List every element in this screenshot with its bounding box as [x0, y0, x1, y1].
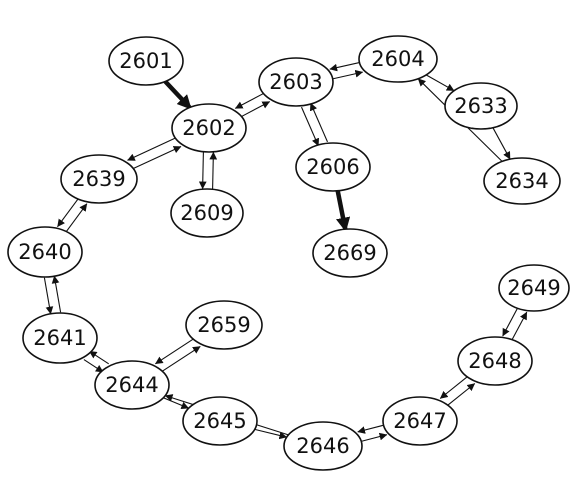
edge-2648-to-2649 — [511, 311, 528, 341]
node-2633: 2633 — [444, 82, 518, 130]
node-ellipse — [283, 421, 363, 471]
node-label: 2634 — [495, 169, 548, 193]
node-label: 2646 — [296, 434, 349, 458]
node-2609: 2609 — [170, 188, 244, 238]
node-label: 2601 — [119, 49, 172, 73]
edge-2644-to-2659 — [160, 345, 201, 373]
edge-2603-to-2602 — [234, 92, 266, 109]
node-2603: 2603 — [258, 57, 334, 107]
node-2647: 2647 — [382, 396, 458, 446]
edge-2641-to-2640 — [51, 275, 62, 313]
node-ellipse — [498, 264, 570, 312]
edge-2602-to-2639 — [127, 136, 178, 161]
node-ellipse — [182, 396, 258, 446]
node-label: 2604 — [371, 47, 424, 71]
node-2659: 2659 — [185, 300, 263, 350]
edge-2639-to-2602 — [131, 146, 182, 170]
node-ellipse — [185, 300, 263, 350]
node-2606: 2606 — [295, 142, 371, 192]
edge-2606-to-2603 — [309, 102, 329, 143]
edge-2649-to-2648 — [502, 307, 519, 337]
node-label: 2639 — [72, 167, 125, 191]
node-ellipse — [7, 226, 83, 278]
node-label: 2645 — [193, 409, 246, 433]
node-ellipse — [444, 82, 518, 130]
edge-2640-to-2641 — [43, 277, 54, 315]
edge-2602-to-2603 — [239, 101, 271, 118]
nodes-layer: 2601 2602 2603 2604 2606 2609 2633 2634 2639 2640… — [7, 35, 570, 471]
node-ellipse — [171, 103, 247, 153]
edge-2648-to-2647 — [439, 375, 469, 399]
node-2641: 2641 — [22, 312, 98, 364]
node-label: 2641 — [33, 326, 86, 350]
edge-2646-to-2647 — [360, 432, 388, 443]
edge-2633-to-2634 — [492, 127, 511, 160]
node-label: 2649 — [507, 276, 560, 300]
node-ellipse — [358, 35, 438, 83]
node-ellipse — [60, 154, 138, 204]
node-2646: 2646 — [283, 421, 363, 471]
edge-2647-to-2646 — [357, 424, 385, 434]
node-label: 2669 — [323, 241, 376, 265]
edge-2606-to-2669 — [335, 190, 351, 233]
edge-2609-to-2602 — [209, 151, 218, 190]
edge-2647-to-2648 — [446, 383, 476, 407]
node-ellipse — [22, 312, 98, 364]
node-label: 2659 — [197, 313, 250, 337]
node-2644: 2644 — [94, 360, 170, 410]
edge-2603-to-2604 — [331, 69, 364, 80]
node-ellipse — [295, 142, 371, 192]
node-label: 2606 — [306, 155, 359, 179]
node-2604: 2604 — [358, 35, 438, 83]
node-2640: 2640 — [7, 226, 83, 278]
node-2649: 2649 — [498, 264, 570, 312]
node-label: 2648 — [468, 349, 521, 373]
node-2648: 2648 — [457, 336, 533, 386]
edge-2659-to-2644 — [155, 337, 196, 365]
node-ellipse — [382, 396, 458, 446]
node-ellipse — [258, 57, 334, 107]
node-label: 2609 — [180, 201, 233, 225]
node-label: 2633 — [454, 94, 507, 118]
edge-2641-to-2644 — [83, 359, 104, 373]
edge-2602-to-2609 — [198, 151, 207, 190]
edge-2601-to-2602 — [163, 79, 192, 110]
node-2639: 2639 — [60, 154, 138, 204]
node-2602: 2602 — [171, 103, 247, 153]
node-label: 2647 — [393, 409, 446, 433]
node-2669: 2669 — [312, 228, 388, 278]
node-ellipse — [170, 188, 244, 238]
edge-2639-to-2640 — [57, 197, 80, 228]
edge-2644-to-2641 — [88, 350, 109, 365]
node-2645: 2645 — [182, 396, 258, 446]
node-ellipse — [457, 336, 533, 386]
node-2634: 2634 — [483, 157, 561, 205]
edge-2604-to-2603 — [329, 61, 361, 72]
edge-2604-to-2633 — [425, 74, 455, 92]
node-ellipse — [312, 228, 388, 278]
edge-2640-to-2639 — [65, 203, 88, 233]
node-2601: 2601 — [108, 36, 184, 86]
node-label: 2602 — [182, 116, 235, 140]
edge-2645-to-2646 — [254, 428, 288, 440]
node-label: 2644 — [105, 373, 158, 397]
node-ellipse — [483, 157, 561, 205]
node-label: 2640 — [18, 240, 71, 264]
edge-2603-to-2606 — [300, 106, 320, 147]
node-label: 2603 — [269, 70, 322, 94]
node-ellipse — [94, 360, 170, 410]
node-ellipse — [108, 36, 184, 86]
